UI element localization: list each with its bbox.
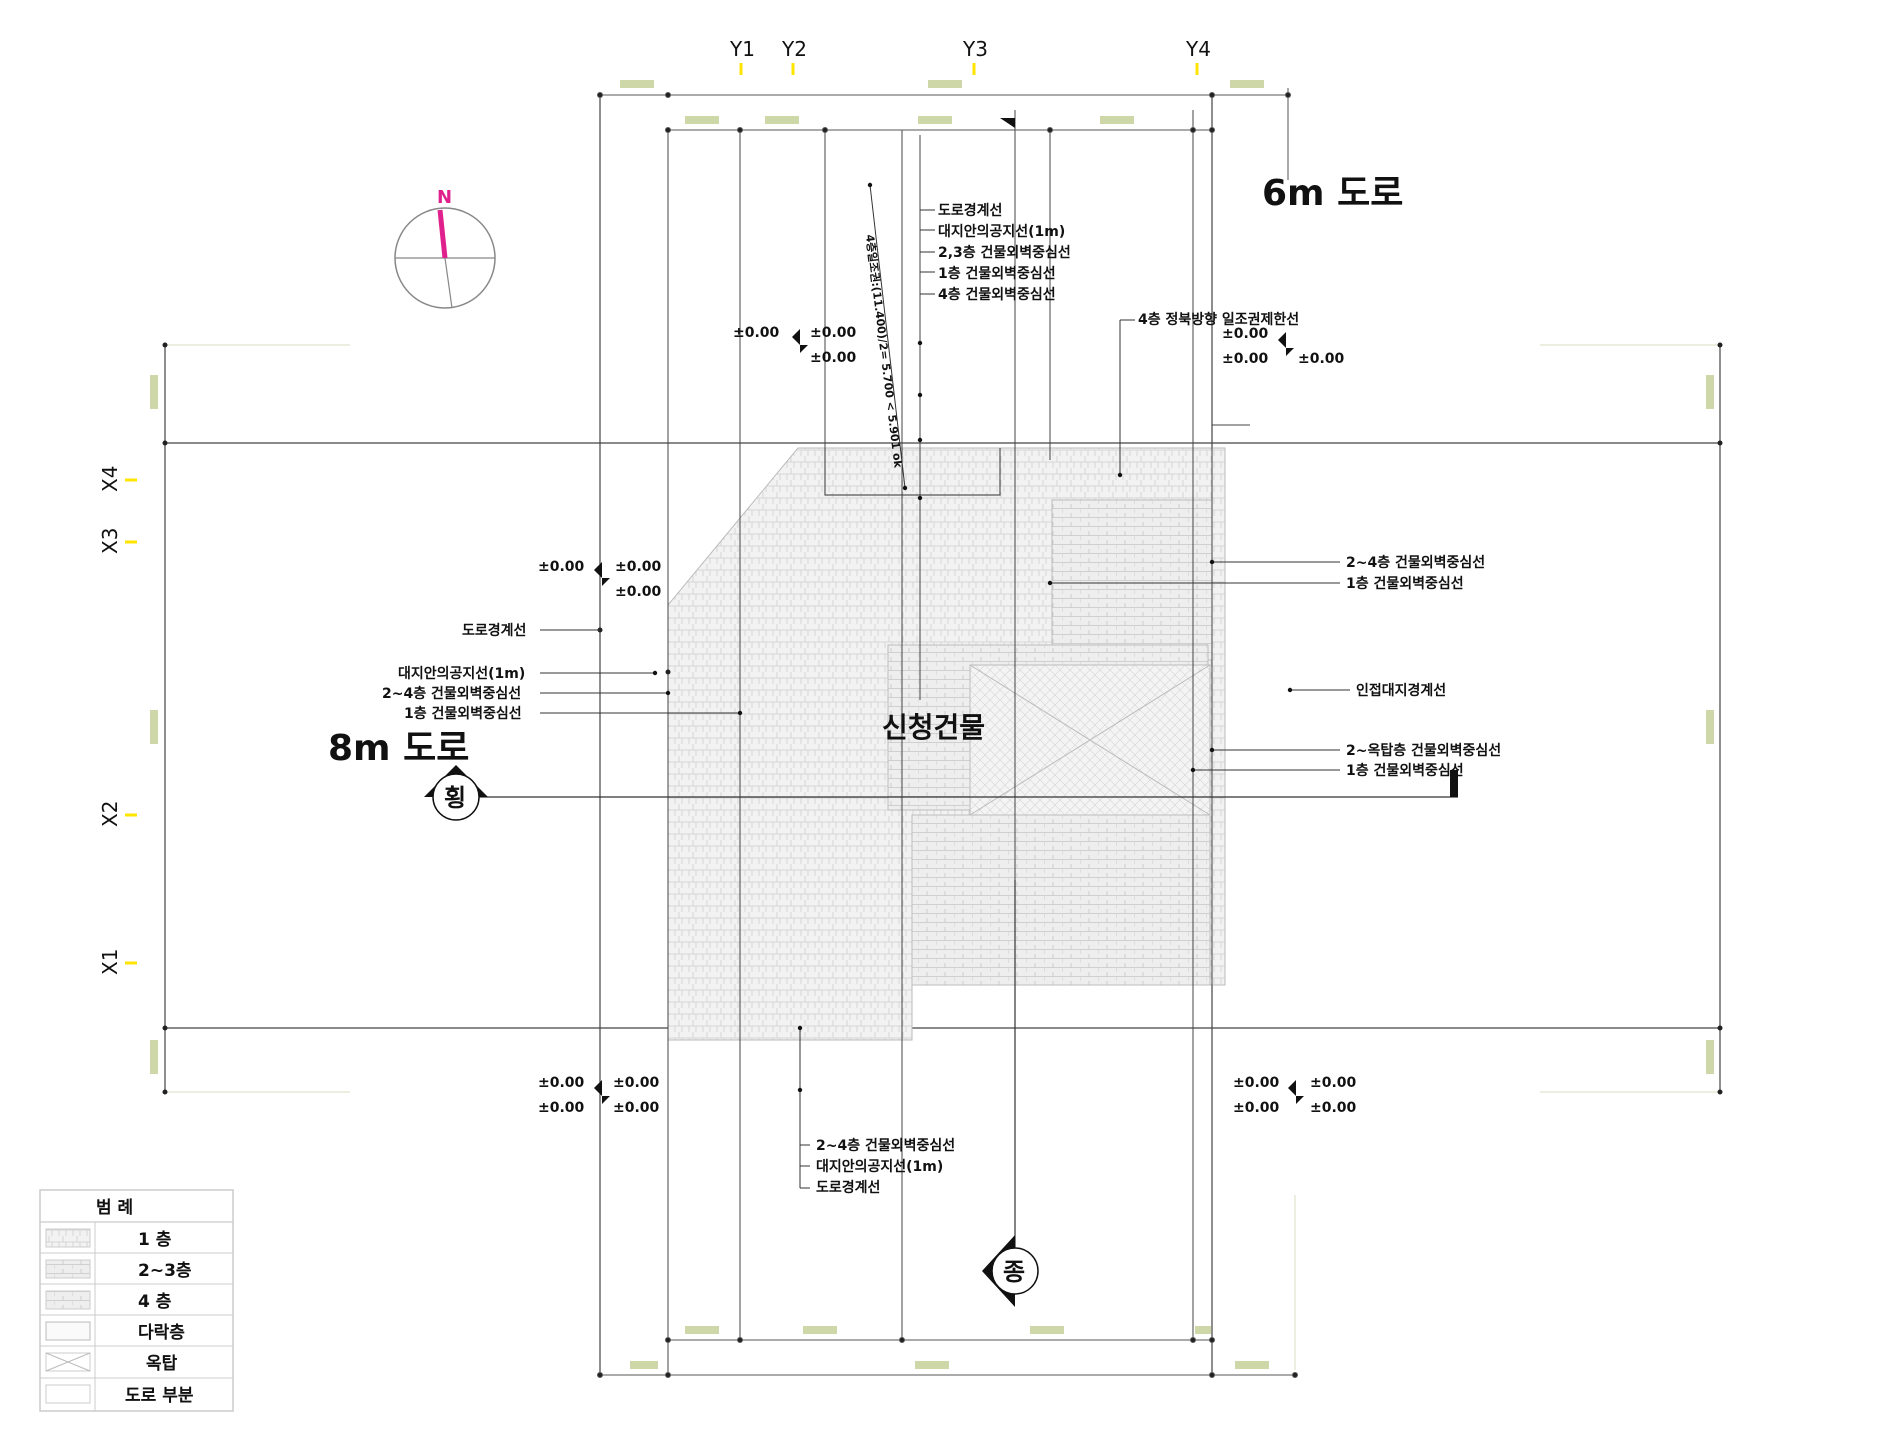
anno-neighbor-boundary: 인접대지경계선 <box>1356 682 1446 699</box>
legend-item-road: 도로 부분 <box>125 1386 194 1406</box>
grid-label-x3: X3 <box>98 528 122 554</box>
anno-bottom-wall-24: 2~4층 건물외벽중심선 <box>816 1137 955 1154</box>
legend-swatch-4f <box>45 1290 91 1310</box>
level-value: ±0.00 <box>1222 326 1269 342</box>
anno-top-wall-4: 4층 건물외벽중심선 <box>938 286 1056 303</box>
grid-label-x4: X4 <box>98 466 122 492</box>
level-value: ±0.00 <box>538 559 585 575</box>
anno-bottom-road-boundary: 도로경계선 <box>816 1179 880 1196</box>
section-label-horizontal: 횡 <box>444 784 466 812</box>
section-marker-horizontal: 횡 <box>424 765 488 821</box>
level-value: ±0.00 <box>810 350 857 366</box>
level-value: ±0.00 <box>615 584 662 600</box>
anno-right-wall-1: 1층 건물외벽중심선 <box>1346 575 1464 592</box>
level-value: ±0.00 <box>1298 351 1345 367</box>
legend-title: 범 례 <box>96 1198 133 1218</box>
legend-item-1f: 1 층 <box>138 1230 172 1250</box>
legend-swatch-attic <box>45 1321 91 1341</box>
legend-item-23f: 2~3층 <box>138 1261 192 1281</box>
level-value: ±0.00 <box>733 325 780 341</box>
north-label: N <box>437 187 452 208</box>
level-value: ±0.00 <box>1233 1075 1280 1091</box>
anno-left-road-boundary: 도로경계선 <box>462 622 526 639</box>
legend-swatch-road <box>45 1384 91 1404</box>
anno-left-wall-1: 1층 건물외벽중심선 <box>404 705 522 722</box>
sunlight-calc-note: 4층일조권:(11.400)/2= 5.700 < 5.901 ok <box>863 234 906 470</box>
legend: 범 례 1 층 2~3층 4 층 다락층 옥탑 도로 부분 <box>39 1189 234 1412</box>
anno-sunlight-line: 4층 정북방향 일조권제한선 <box>1138 311 1299 328</box>
road-label-left: 8m 도로 <box>328 728 469 769</box>
anno-right-lower-wall-1: 1층 건물외벽중심선 <box>1346 762 1464 779</box>
grid-label-y1: Y1 <box>729 37 755 61</box>
legend-swatch-23f <box>45 1259 91 1279</box>
anno-bottom-open-space: 대지안의공지선(1m) <box>816 1158 943 1175</box>
section-marker-vertical: 종 <box>982 1235 1039 1307</box>
vertical-wall-lines <box>667 110 1250 1375</box>
anno-left-wall-24: 2~4층 건물외벽중심선 <box>382 685 521 702</box>
anno-left-open-space: 대지안의공지선(1m) <box>398 665 525 682</box>
section-end-mark <box>1450 770 1458 797</box>
leader-dots <box>652 182 1293 1093</box>
leader-lines <box>540 184 1350 1189</box>
legend-item-attic: 다락층 <box>138 1323 185 1343</box>
anno-right-wall-24: 2~4층 건물외벽중심선 <box>1346 554 1485 571</box>
bottom-dimensions <box>597 1337 1298 1378</box>
anno-top-road-boundary: 도로경계선 <box>938 202 1002 219</box>
anno-top-wall-1: 1층 건물외벽중심선 <box>938 265 1056 282</box>
faint-dimension-marks <box>150 80 1714 1369</box>
section-cut-lines <box>478 796 1458 1265</box>
level-value: ±0.00 <box>613 1100 660 1116</box>
building-footprint <box>667 447 1226 1041</box>
grid-label-y3: Y3 <box>962 37 988 61</box>
grid-label-x2: X2 <box>98 801 122 827</box>
side-dimension-dots <box>162 342 1723 1095</box>
level-value: ±0.00 <box>613 1075 660 1091</box>
building-label: 신청건물 <box>882 711 985 744</box>
top-dimensions <box>597 88 1291 180</box>
legend-swatch-1f <box>45 1228 91 1248</box>
level-value: ±0.00 <box>1233 1100 1280 1116</box>
grid-ticks <box>125 63 1199 965</box>
level-value: ±0.00 <box>1310 1100 1357 1116</box>
section-label-vertical: 종 <box>1003 1258 1025 1286</box>
level-value: ±0.00 <box>615 559 662 575</box>
anno-top-open-space: 대지안의공지선(1m) <box>938 223 1065 240</box>
level-value: ±0.00 <box>538 1100 585 1116</box>
road-label-top: 6m 도로 <box>1262 173 1403 214</box>
level-value: ±0.00 <box>538 1075 585 1091</box>
level-markers <box>594 329 1304 1104</box>
level-values: ±0.00 ±0.00 ±0.00 ±0.00 ±0.00 ±0.00 ±0.0… <box>538 325 1357 1116</box>
legend-item-4f: 4 층 <box>138 1292 172 1312</box>
level-value: ±0.00 <box>1222 351 1269 367</box>
level-value: ±0.00 <box>810 325 857 341</box>
grid-label-x1: X1 <box>98 949 122 975</box>
level-value: ±0.00 <box>1310 1075 1357 1091</box>
legend-item-rooftop: 옥탑 <box>146 1353 178 1374</box>
legend-swatch-rooftop <box>45 1352 91 1372</box>
north-compass <box>394 207 496 309</box>
anno-right-wall-2-rooftop: 2~옥탑층 건물외벽중심선 <box>1346 742 1501 759</box>
grid-label-y2: Y2 <box>781 37 807 61</box>
anno-top-wall-23: 2,3층 건물외벽중심선 <box>938 244 1071 261</box>
grid-label-y4: Y4 <box>1185 37 1211 61</box>
